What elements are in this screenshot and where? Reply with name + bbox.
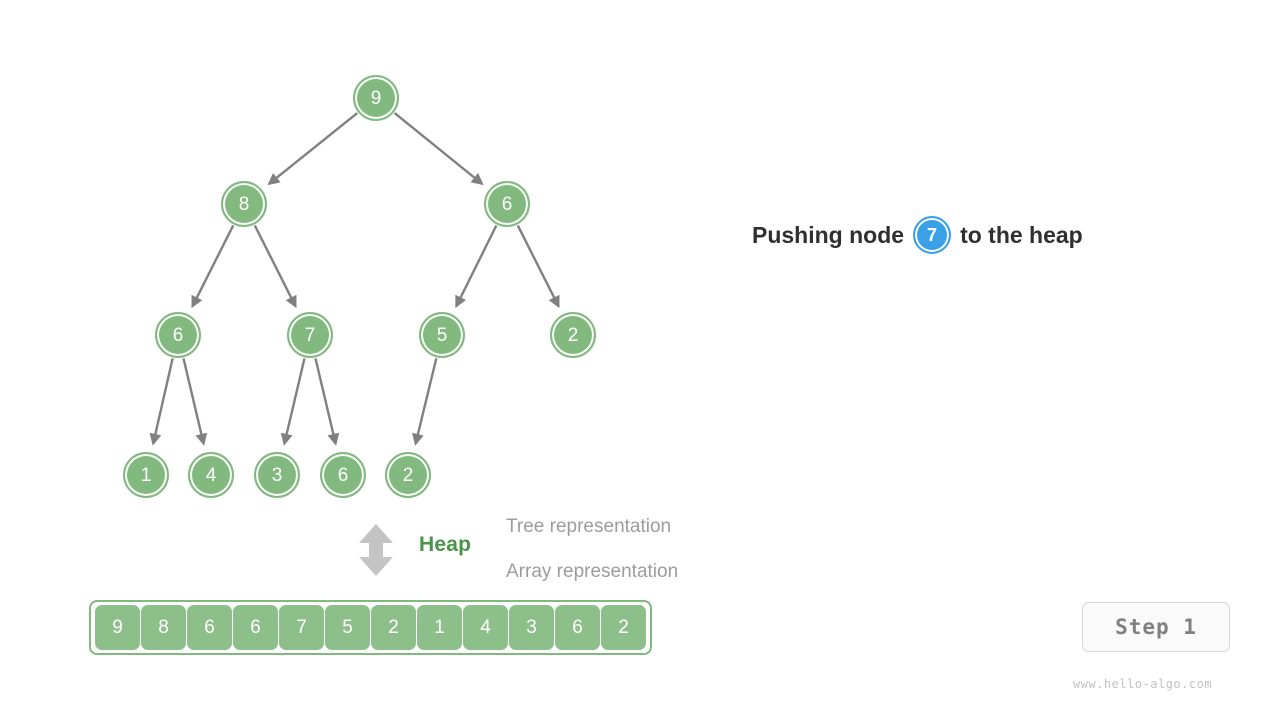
tree-node-9: 3: [254, 452, 300, 498]
tree-edge-2-6: [516, 224, 560, 309]
tree-node-4: 7: [287, 312, 333, 358]
tree-node-value: 4: [205, 464, 217, 486]
array-cell-1: 8: [141, 605, 186, 650]
tree-edge-2-5: [455, 224, 498, 309]
tree-edge-1-3: [191, 224, 235, 309]
tree-node-value: 7: [304, 324, 316, 346]
tree-node-value: 2: [567, 324, 579, 346]
array-cell-2: 6: [187, 605, 232, 650]
caption-banner: Pushing node 7 to the heap: [752, 216, 1083, 254]
tree-node-7: 1: [123, 452, 169, 498]
tree-edge-1-4: [253, 224, 297, 309]
caption-text-after: to the heap: [960, 221, 1083, 248]
tree-node-value: 6: [337, 464, 349, 486]
tree-representation-label: Tree representation: [506, 516, 672, 537]
array-cell-11: 2: [601, 605, 646, 650]
step-badge: Step 1: [1082, 602, 1230, 652]
tree-edge-5-11: [412, 358, 438, 446]
array-cell-7: 1: [417, 605, 462, 650]
tree-node-value: 3: [271, 464, 283, 486]
array-cell-6: 2: [371, 605, 416, 650]
array-cell-3: 6: [233, 605, 278, 650]
array-cell-8: 4: [463, 605, 508, 650]
tree-edge-0-2: [393, 112, 484, 186]
tree-node-2: 6: [484, 181, 530, 227]
up-down-arrow-icon: [359, 524, 393, 576]
array-representation-label: Array representation: [506, 561, 679, 582]
tree-edge-3-7: [149, 358, 174, 446]
tree-node-3: 6: [155, 312, 201, 358]
tree-node-value: 6: [501, 193, 513, 215]
tree-edge-4-9: [280, 358, 306, 446]
caption-text-before: Pushing node: [752, 221, 905, 248]
tree-node-8: 4: [188, 452, 234, 498]
tree-edge-4-10: [314, 358, 340, 446]
tree-node-value: 5: [436, 324, 448, 346]
tree-node-6: 2: [550, 312, 596, 358]
array-cell-9: 3: [509, 605, 554, 650]
tree-node-value: 9: [370, 87, 382, 109]
tree-node-value: 6: [172, 324, 184, 346]
tree-node-5: 5: [419, 312, 465, 358]
watermark-text: www.hello-algo.com: [1073, 677, 1213, 691]
tree-node-value: 1: [140, 464, 152, 486]
tree-node-10: 6: [320, 452, 366, 498]
highlighted-node-badge: 7: [913, 216, 952, 254]
array-cell-10: 6: [555, 605, 600, 650]
tree-node-1: 8: [221, 181, 267, 227]
heap-label: Heap: [419, 533, 472, 556]
tree-node-11: 2: [385, 452, 431, 498]
tree-node-0: 9: [353, 75, 399, 121]
tree-edge-0-1: [267, 112, 359, 186]
tree-edge-3-8: [182, 358, 208, 446]
array-cell-0: 9: [95, 605, 140, 650]
array-cell-4: 7: [279, 605, 324, 650]
tree-node-value: 8: [238, 193, 250, 215]
tree-node-value: 2: [402, 464, 414, 486]
array-cell-5: 5: [325, 605, 370, 650]
